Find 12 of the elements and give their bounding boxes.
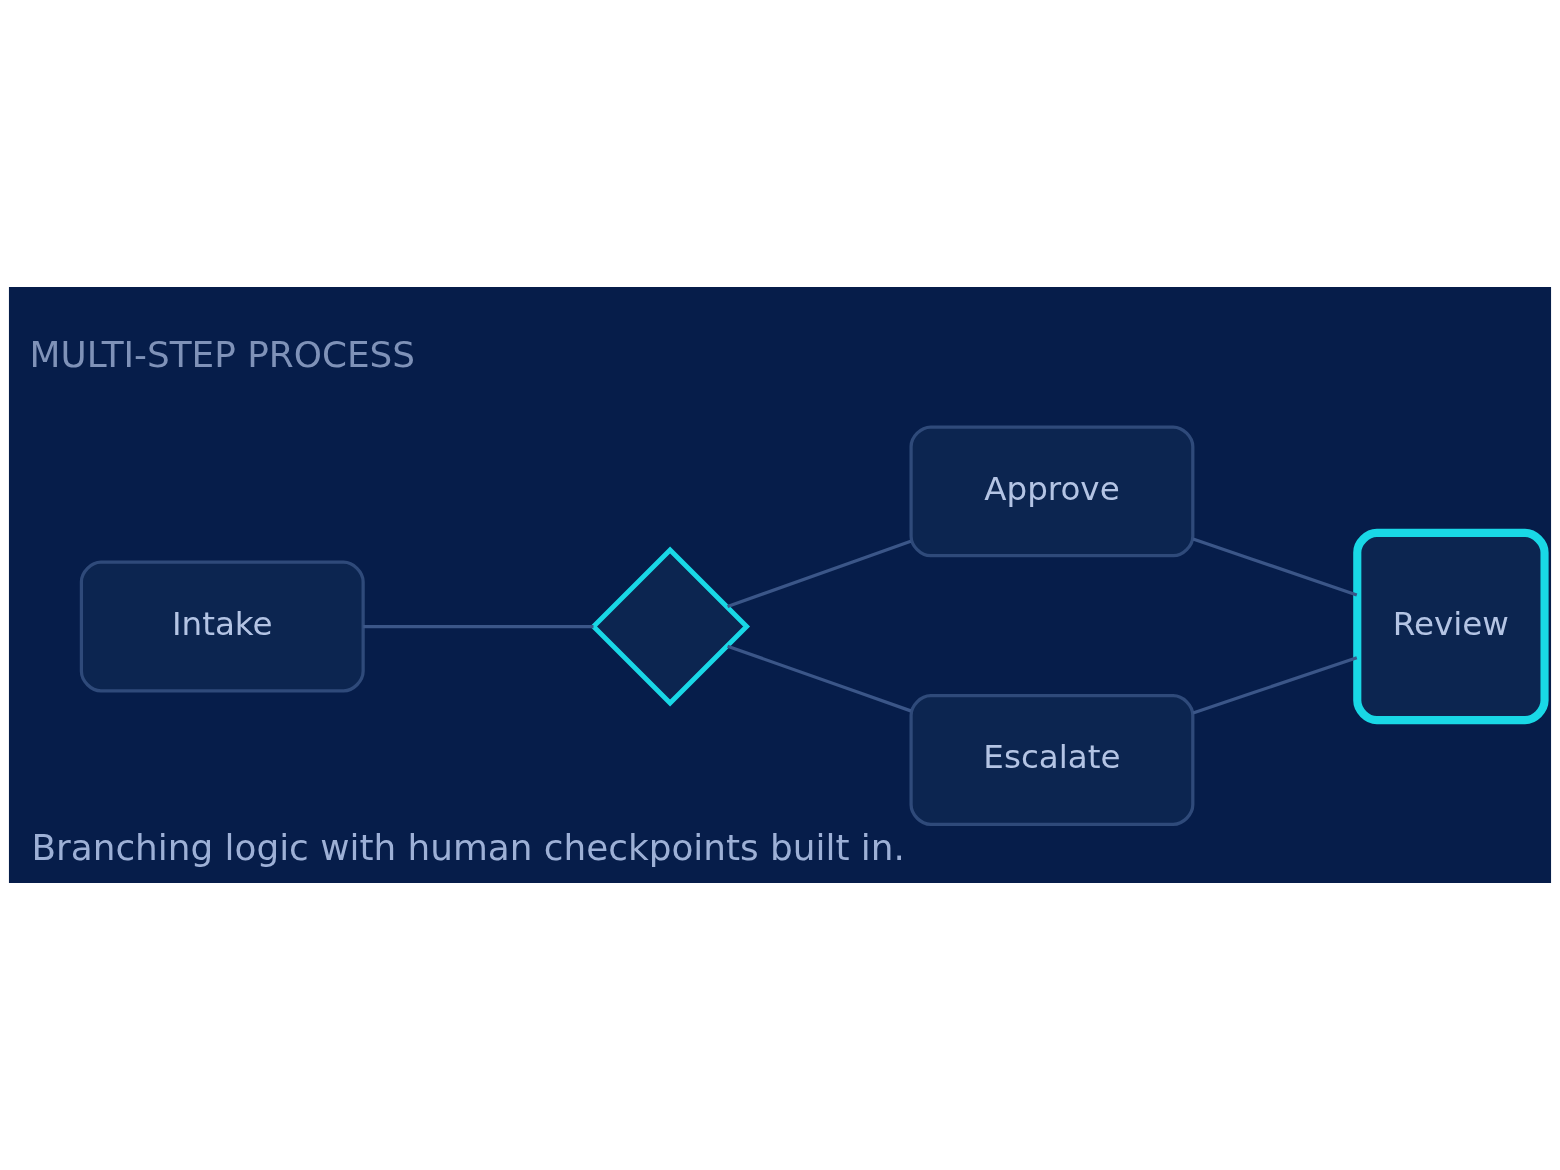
connector [363, 624, 594, 629]
connector [727, 539, 912, 609]
caption: Branching logic with human checkpoints built in. [31, 826, 905, 868]
connector [727, 644, 912, 713]
node-diamond [590, 546, 751, 707]
node-box: Intake [79, 560, 365, 693]
connector [1192, 656, 1358, 715]
node-box: Approve [909, 425, 1195, 558]
node-box: Escalate [909, 694, 1195, 826]
connector [1192, 537, 1358, 597]
diagram-title: MULTI-STEP PROCESS [29, 333, 416, 375]
node-box: Review [1353, 528, 1549, 725]
